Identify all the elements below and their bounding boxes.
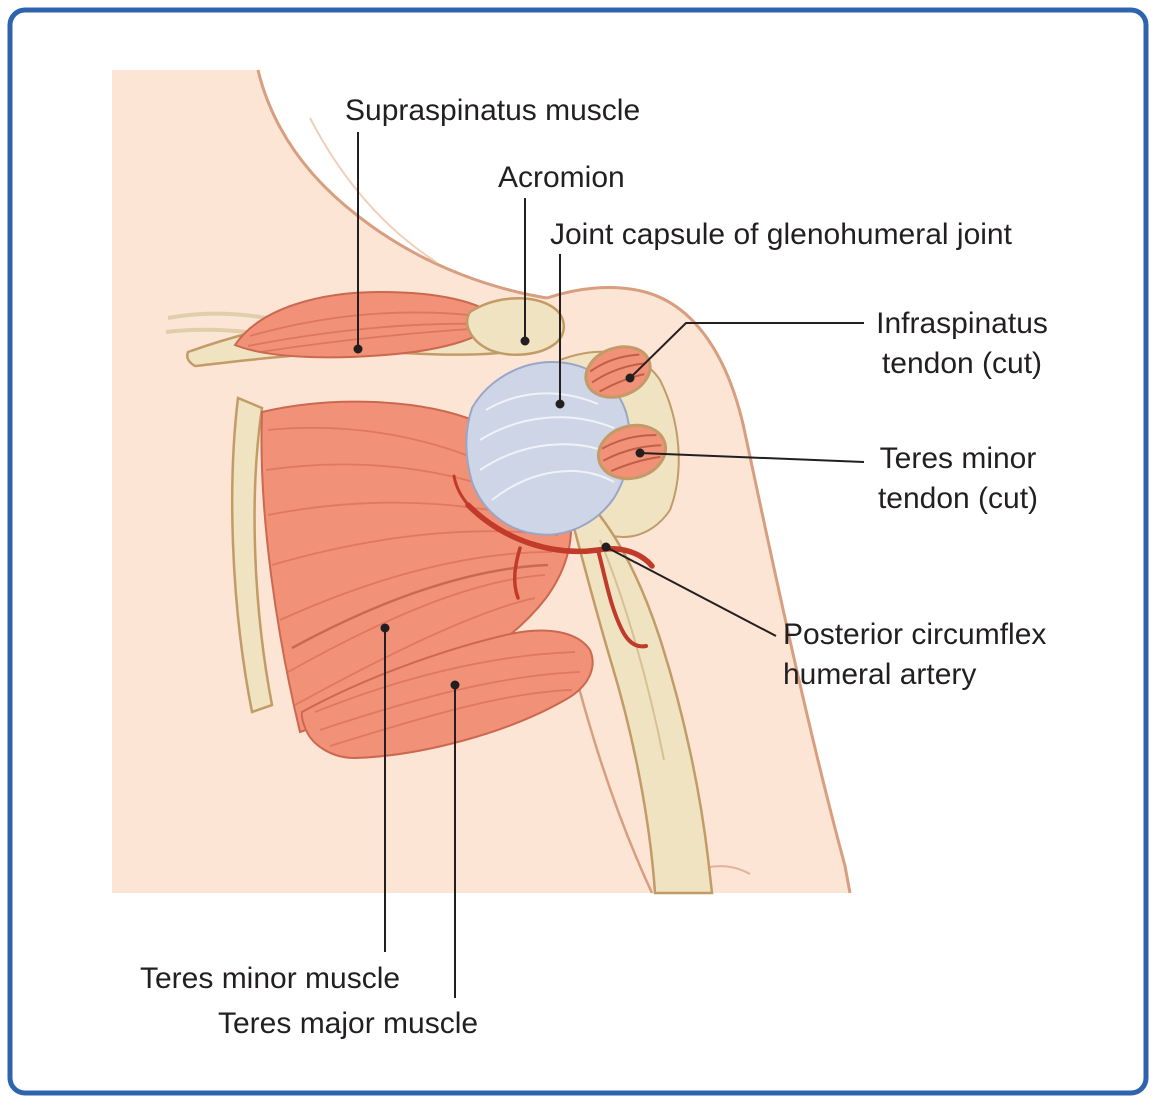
leader-dots bbox=[353, 336, 645, 690]
teres-major-striations bbox=[314, 651, 581, 747]
label-teres-major-muscle: Teres major muscle bbox=[218, 1007, 478, 1040]
label-teres-minor-tendon-line2: tendon (cut) bbox=[878, 482, 1038, 515]
label-teres-minor-muscle: Teres minor muscle bbox=[140, 962, 400, 995]
leader-artery bbox=[605, 546, 777, 637]
neck-shading-line bbox=[309, 117, 437, 263]
leader-infraspinatus-tendon bbox=[629, 322, 864, 379]
label-artery-line2: humeral artery bbox=[783, 658, 976, 691]
supraspinatus-striations bbox=[247, 311, 491, 353]
dot-acromion bbox=[520, 336, 530, 346]
label-acromion: Acromion bbox=[498, 161, 625, 194]
dot-joint-capsule bbox=[555, 399, 565, 409]
leader-teres-minor-tendon bbox=[639, 452, 865, 463]
dot-teres-major-muscle bbox=[450, 680, 460, 690]
teres-major-muscle-shape bbox=[300, 629, 594, 760]
label-teres-minor-tendon-line1: Teres minor bbox=[880, 442, 1037, 475]
label-infraspinatus-tendon-line1: Infraspinatus bbox=[876, 307, 1048, 340]
dot-infraspinatus-tendon bbox=[625, 373, 635, 383]
label-supraspinatus-muscle: Supraspinatus muscle bbox=[345, 94, 640, 127]
labels: Supraspinatus muscle Acromion Joint caps… bbox=[140, 94, 1048, 1040]
label-joint-capsule: Joint capsule of glenohumeral joint bbox=[550, 218, 1013, 251]
label-artery-line1: Posterior circumflex bbox=[783, 618, 1046, 651]
leader-lines bbox=[357, 132, 865, 998]
posterior-circumflex-humeral-artery-shape bbox=[452, 474, 655, 649]
acromion-bone bbox=[465, 297, 565, 356]
shoulder-arm-contour-line bbox=[546, 286, 852, 894]
dot-supraspinatus bbox=[353, 344, 363, 354]
teres-minor-crease bbox=[291, 563, 549, 650]
dot-teres-minor-muscle bbox=[380, 623, 390, 633]
dot-teres-minor-tendon bbox=[635, 448, 645, 458]
label-infraspinatus-tendon-line2: tendon (cut) bbox=[882, 347, 1042, 380]
humeral-shaft-inner-line bbox=[599, 539, 665, 761]
dot-artery bbox=[601, 542, 611, 552]
frame-border bbox=[7, 7, 1149, 1096]
teres-minor-tendon-stump bbox=[596, 423, 668, 481]
medial-border-bone bbox=[230, 396, 274, 714]
humeral-shaft bbox=[566, 490, 714, 895]
